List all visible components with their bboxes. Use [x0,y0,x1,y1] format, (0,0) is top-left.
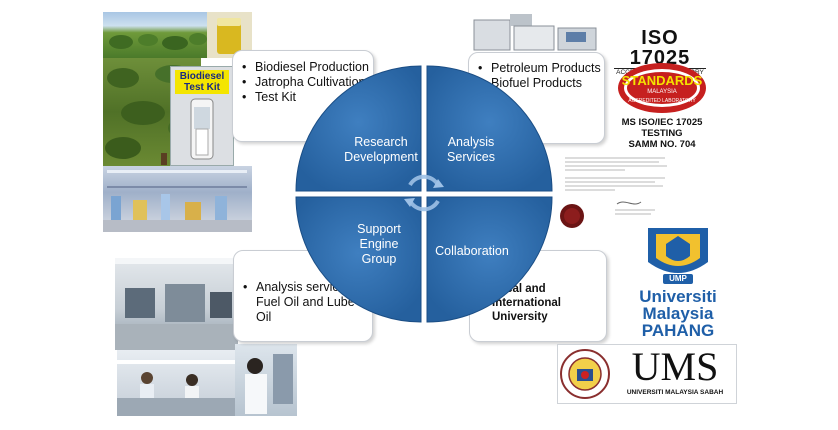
ums-full-name: UNIVERSITI MALAYSIA SABAH [626,389,724,396]
certificate-document [555,150,675,230]
jatropha-plantation-photo [103,12,207,58]
quadrant-label-research: Research Development [344,135,418,164]
analysis-item: Petroleum Products [478,61,604,76]
cycle-arrows-icon [408,174,440,212]
ump-name: Universiti Malaysia PAHANG [639,287,717,340]
research-item: Jatropha Cultivation [242,75,373,90]
certificate-seal-icon [557,202,587,230]
standards-country: MALAYSIA [647,89,677,95]
quadrant-label-support: Support Engine Group [357,222,401,266]
quadrant-support [295,196,422,323]
research-item: Biodiesel Production [242,60,373,75]
iso-17025-logo: ISO 17025 ACCREDITED LABORATORY [614,28,706,76]
test-kit-label: Biodiesel Test Kit [175,70,229,94]
quadrant-collaboration [426,196,553,323]
research-item: Test Kit [242,90,373,105]
standards-ring-text: ACCREDITED LABORATORY [628,98,696,104]
standards-malaysia-logo: STANDARDS MALAYSIA ACCREDITED LABORATORY [616,62,708,114]
quadrant-label-collaboration: Collaboration [435,244,509,258]
quadrant-analysis [426,65,553,192]
engine-lab-photo [115,258,238,350]
ums-name: UMS [631,344,719,389]
iso-title: ISO 17025 [629,27,691,69]
lab-workers-photo [117,350,235,416]
standards-cert-text: MS ISO/IEC 17025 TESTING SAMM NO. 704 [621,117,703,150]
gas-chromatograph-photo [470,10,600,52]
quadrant-research [295,65,422,192]
test-kit-photo: Biodiesel Test Kit [170,66,234,166]
ump-logo: UMP Universiti Malaysia PAHANG [618,226,738,340]
biodiesel-bottle-photo [207,12,252,58]
ump-badge: UMP [663,274,693,284]
standards-name: STANDARDS [621,73,703,88]
scientist-photo [235,344,297,416]
collaboration-item: Local and International University [479,282,600,324]
lab-glassware-photo [103,166,252,232]
ums-logo: UMS UNIVERSITI MALAYSIA SABAH [557,344,737,404]
cycle-diagram [295,65,553,323]
quadrant-label-analysis: Analysis Services [447,135,495,164]
